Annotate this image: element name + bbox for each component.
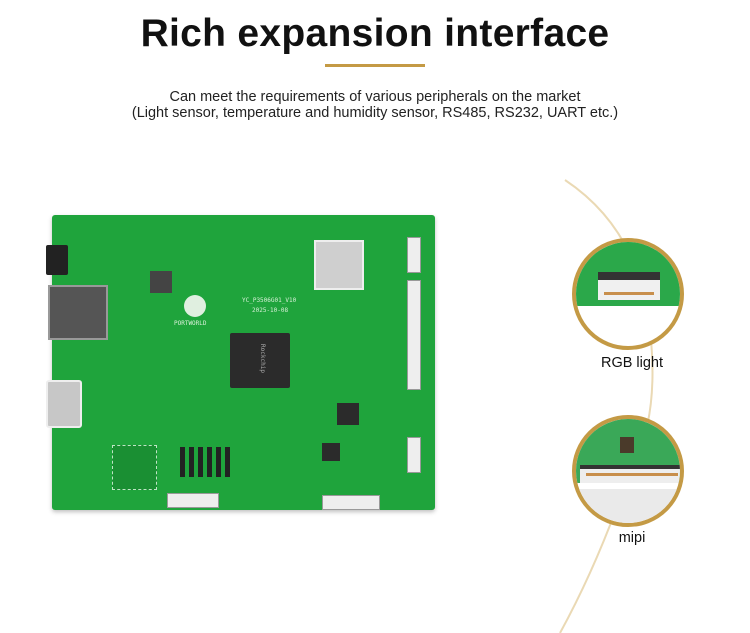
board-model-text: YC_P3506G01_V10 bbox=[242, 297, 297, 304]
subtitle-line-2: (Light sensor, temperature and humidity … bbox=[131, 105, 619, 121]
ic-chip-small bbox=[322, 443, 340, 461]
chip-brand: Rockchip bbox=[258, 344, 266, 373]
pcb-board-photo: Rockchip PORTWORLD YC_P3506G01_V10 2025-… bbox=[46, 215, 435, 510]
mipi-label: mipi bbox=[618, 530, 646, 546]
brand-text: PORTWORLD bbox=[174, 320, 207, 327]
usb-port bbox=[46, 380, 82, 428]
lcd-connector bbox=[407, 280, 421, 390]
soc-chip bbox=[230, 333, 290, 388]
sd-card-slot bbox=[48, 285, 108, 340]
title-underline bbox=[325, 64, 425, 67]
led-matrix bbox=[112, 445, 157, 490]
wifi-module bbox=[314, 240, 364, 290]
audio-jack bbox=[46, 245, 68, 275]
ic-chip bbox=[337, 403, 359, 425]
subtitle-line-1: Can meet the requirements of various per… bbox=[169, 89, 581, 105]
mipi-zoom-circle bbox=[572, 415, 684, 527]
rgb-connector bbox=[407, 237, 421, 273]
side-connector bbox=[407, 437, 421, 473]
page-title: Rich expansion interface bbox=[140, 12, 610, 55]
brand-logo bbox=[184, 295, 206, 317]
rgb-light-zoom-circle bbox=[572, 238, 684, 350]
bottom-connector bbox=[167, 493, 219, 508]
transistor-array bbox=[180, 447, 230, 477]
mipi-connector bbox=[322, 495, 380, 510]
board-date-text: 2025-10-08 bbox=[252, 307, 289, 314]
rgb-light-label: RGB light bbox=[600, 355, 664, 371]
inductor bbox=[150, 271, 172, 293]
